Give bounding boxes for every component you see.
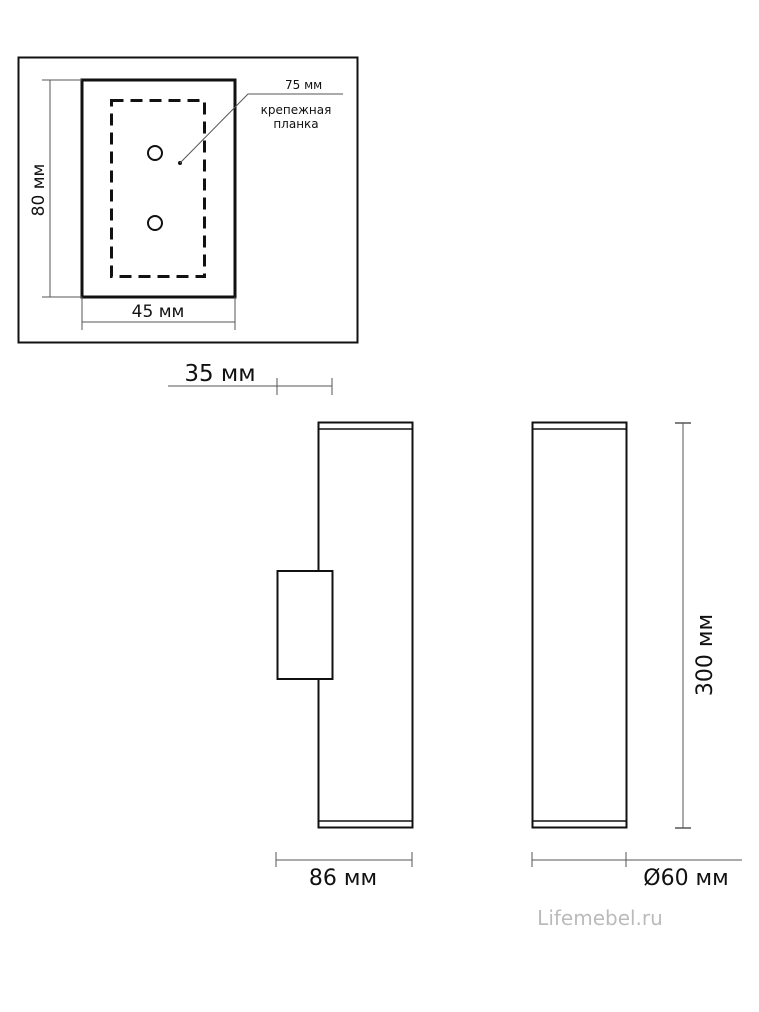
watermark: Lifemebel.ru (537, 906, 663, 930)
mounting-plate-panel: 75 мм крепежная планка 80 мм 45 мм (17, 56, 359, 344)
callout-leader-line (179, 93, 343, 164)
depth-label: 35 мм (184, 361, 255, 387)
front-height-label: 300 мм (693, 614, 718, 696)
wall-bracket (276, 570, 334, 680)
panel-frame (17, 56, 359, 344)
side-view: 86 мм (275, 421, 414, 891)
callout-label-line2: планка (273, 117, 318, 131)
front-view: 300 мм Ø60 мм Lifemebel.ru (531, 421, 742, 930)
screw-hole-bottom (147, 215, 163, 231)
callout-dimension: 75 мм (285, 78, 322, 92)
lamp-body-front (531, 421, 628, 829)
mounting-bar-dashed (110, 99, 206, 278)
plate-height-label: 80 мм (29, 164, 49, 217)
callout-label-line1: крепежная (261, 103, 332, 117)
side-width-label: 86 мм (309, 866, 377, 891)
plate-outline (80, 78, 237, 299)
plate-width-label: 45 мм (132, 302, 185, 322)
depth-dimension: 35 мм (168, 361, 333, 395)
front-diameter-label: Ø60 мм (643, 866, 729, 891)
screw-hole-top (147, 145, 163, 161)
